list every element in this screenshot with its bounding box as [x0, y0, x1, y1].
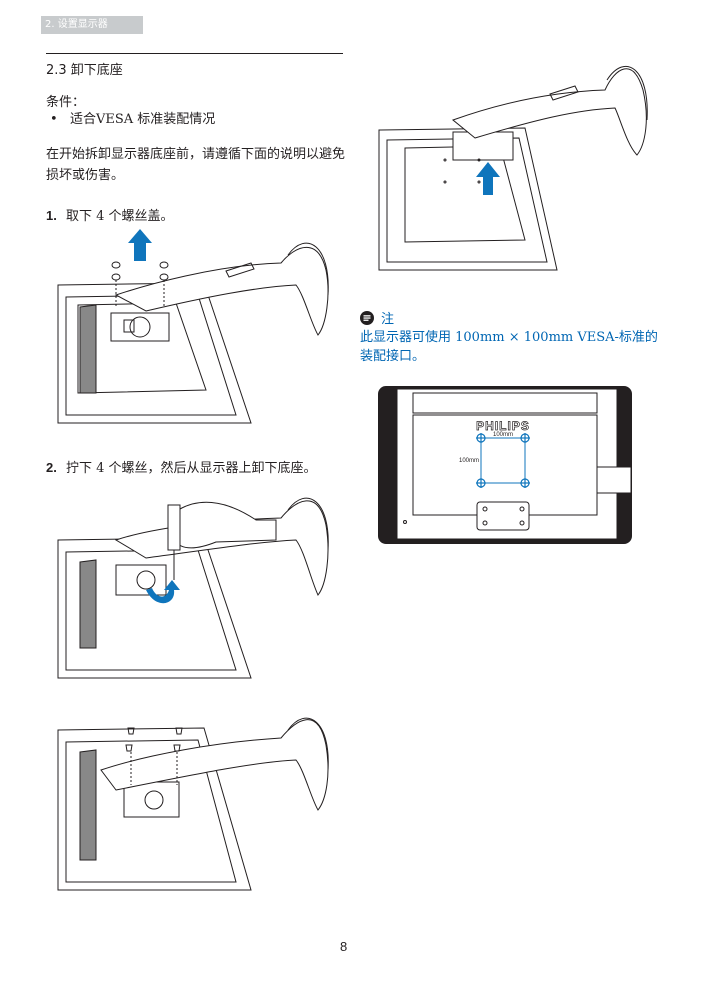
illustration-unscrew: [57, 497, 329, 679]
section-title: 2.3 卸下底座: [46, 63, 123, 78]
step-1-text: 取下 4 个螺丝盖。: [66, 209, 174, 224]
arrow-up-icon: [128, 229, 152, 261]
step-1-number: 1.: [46, 208, 57, 223]
step-2: 2. 拧下 4 个螺丝，然后从显示器上卸下底座。: [46, 457, 317, 476]
intro-paragraph: 在开始拆卸显示器底座前，请遵循下面的说明以避免损坏或伤害。: [46, 147, 346, 183]
step-2-text: 拧下 4 个螺丝，然后从显示器上卸下底座。: [66, 461, 317, 476]
arrow-up-icon: [476, 162, 500, 195]
rotate-arrow-icon: [146, 580, 180, 604]
philips-logo: PHILIPS: [476, 419, 530, 433]
vesa-vertical-label: 100mm: [459, 458, 479, 464]
note-icon: [360, 311, 374, 325]
vesa-horizontal-label: 100mm: [493, 432, 513, 438]
illustration-screws-removed: [57, 717, 329, 891]
note-title: 注: [381, 312, 395, 327]
conditions-item-text: 适合VESA 标准装配情况: [70, 112, 216, 127]
note-text: 此显示器可使用 100mm × 100mm VESA-标准的装配接口。: [360, 330, 658, 364]
conditions-label: 条件：: [46, 95, 86, 110]
step-1: 1. 取下 4 个螺丝盖。: [46, 205, 174, 224]
conditions-item: • 适合VESA 标准装配情况: [50, 108, 215, 127]
page-number: 8: [340, 939, 348, 954]
chapter-tab: 2. 设置显示器: [41, 16, 143, 34]
section-divider: [46, 53, 343, 54]
illustration-remove-covers: [57, 229, 329, 424]
illustration-base-removed: [378, 66, 648, 271]
vesa-mount-diagram: PHILIPS 100mm 100mm: [378, 386, 632, 544]
step-2-number: 2.: [46, 460, 57, 475]
bullet-glyph: •: [50, 112, 58, 127]
